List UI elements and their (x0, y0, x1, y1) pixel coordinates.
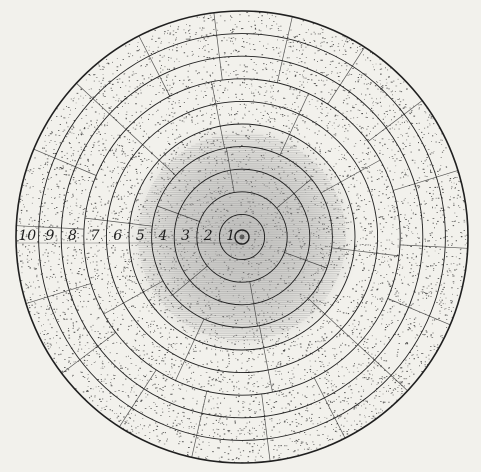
ring-number-3: 3 (181, 228, 190, 244)
radial-division-line (26, 284, 91, 304)
radial-division-line (34, 149, 96, 175)
radial-division-line (314, 378, 345, 438)
radial-division-line (192, 391, 207, 457)
radial-division-line (277, 17, 292, 83)
ring-number-8: 8 (68, 228, 77, 244)
radial-division-line (368, 101, 422, 142)
radial-division-line (62, 333, 116, 374)
ring-number-10: 10 (18, 228, 36, 244)
ring-number-1: 1 (226, 228, 235, 244)
radial-division-line (388, 299, 450, 325)
concentric-rings (16, 11, 468, 463)
ring-number-5: 5 (136, 228, 145, 244)
ring-number-7: 7 (91, 228, 100, 244)
ring-number-2: 2 (203, 228, 213, 244)
radial-division-line (393, 170, 458, 190)
ring-number-4: 4 (157, 228, 167, 244)
radial-division-line (214, 13, 222, 80)
radial-division-line (139, 36, 170, 96)
ring-number-9: 9 (45, 228, 54, 244)
ring-number-6: 6 (113, 228, 122, 244)
radial-division-line (400, 245, 468, 248)
center-dot (240, 235, 245, 240)
